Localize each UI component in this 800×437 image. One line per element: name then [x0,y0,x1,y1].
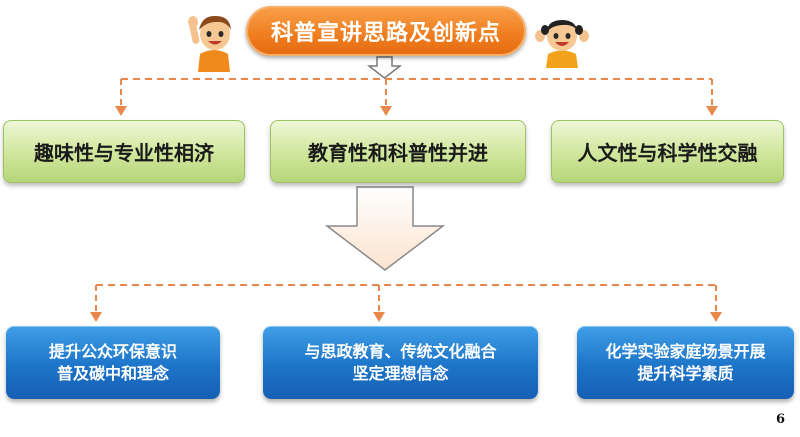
top-drop-middle-head [380,106,392,116]
goal-3-line-2: 提升科学素质 [637,363,734,383]
principle-label-1: 趣味性与专业性相济 [34,141,214,165]
big-down-arrow [324,186,446,271]
goal-2-line-1: 与思政教育、传统文化融合 [304,341,497,361]
bottom-drop-left-head [90,312,102,322]
goal-1-line-1: 提升公众环保意识 [48,341,177,361]
girl-cheering-icon [535,20,589,68]
goal-box-2: 与思政教育、传统文化融合 坚定理想信念 [263,326,538,399]
goal-3-line-1: 化学实验家庭场景开展 [605,341,766,361]
goal-2-line-2: 坚定理想信念 [352,363,449,383]
title-down-arrow [366,56,403,79]
page-number: 6 [776,412,786,427]
top-drop-left-head [115,106,127,116]
principle-label-2: 教育性和科普性并进 [308,141,488,165]
goal-box-3: 化学实验家庭场景开展 提升科学素质 [577,326,794,399]
boy-waving-icon [188,15,231,72]
goal-box-1: 提升公众环保意识 普及碳中和理念 [6,326,220,399]
top-drop-right-head [706,106,718,116]
principle-label-3: 人文性与科学性交融 [577,141,758,165]
principle-box-1: 趣味性与专业性相济 [3,120,245,183]
principle-box-2: 教育性和科普性并进 [270,120,526,183]
principle-box-3: 人文性与科学性交融 [551,120,784,183]
bottom-drop-right-head [710,312,722,322]
bottom-drop-middle-head [373,312,385,322]
main-title: 科普宣讲思路及创新点 [246,6,526,56]
goal-1-line-2: 普及碳中和理念 [56,363,169,383]
